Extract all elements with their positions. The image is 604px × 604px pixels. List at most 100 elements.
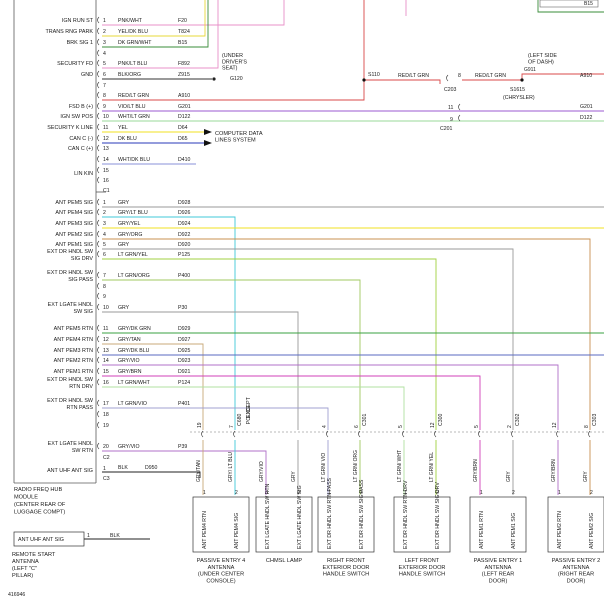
module-title: MODULE	[14, 495, 38, 501]
wire-f20	[102, 0, 285, 26]
c1-pin-mark	[97, 198, 100, 206]
wire-t824	[102, 0, 206, 37]
component-pin-2-name: ANT PEM4 SIG	[234, 513, 240, 549]
c2-pin-number: 7	[103, 83, 106, 89]
component-rf	[317, 496, 375, 553]
component-pin-2: 2	[360, 490, 363, 496]
c2-wire-color: VIO/LT BLU	[118, 104, 146, 110]
c2-pin-number: 4	[103, 51, 106, 57]
c301-mark-a	[326, 430, 329, 438]
component-pin-1-name: EXT DR HNDL SW RTN DRV	[403, 480, 409, 549]
c2-wire-color: WHT/LT GRN	[118, 114, 150, 120]
c1-wire-color: GRY/DK BLU	[118, 348, 150, 354]
g201-label: G201	[580, 104, 593, 110]
c2-pin-mark	[97, 16, 100, 24]
component-caption: ANTENNA	[563, 565, 590, 571]
c2-pin-number: 14	[103, 157, 109, 163]
except-police: POLICE	[246, 405, 252, 425]
left-side-dash: (LEFT SIDE	[528, 53, 557, 59]
component-pin-2: 2	[512, 490, 515, 496]
c1-circuit: P401	[178, 401, 190, 407]
c1-circuit: P125	[178, 252, 190, 258]
component-caption: EXTERIOR DOOR	[399, 565, 446, 571]
c201-pin-11: 11	[448, 105, 453, 111]
component-chmsl	[255, 496, 313, 553]
c1-pin-number: 12	[103, 337, 109, 343]
c303-pin-a: 12	[552, 422, 558, 428]
c1-pin-mark	[97, 399, 100, 407]
c3-pin-number: 1	[103, 466, 106, 472]
c2-pin-number: 11	[103, 125, 108, 131]
c1-pin-number: 10	[103, 305, 109, 311]
c302-pin-a: 5	[474, 425, 480, 428]
c2-pin-number: 16	[103, 178, 109, 184]
c1-circuit: D923	[178, 358, 191, 364]
c203-mark	[446, 74, 449, 82]
drop-wire-color: GRY/ LT BLU	[228, 452, 234, 482]
component-caption: CONSOLE)	[206, 578, 235, 584]
drop-wire-color: LT GRN/ VIO	[321, 453, 327, 482]
c3-circuit: D950	[145, 465, 158, 471]
component-caption: (RIGHT REAR	[558, 572, 594, 578]
c1-pin-mark	[97, 303, 100, 311]
c2-pin-number: 8	[103, 93, 106, 99]
c1-pin-name: ANT PEM1 RTN	[54, 369, 93, 375]
remote-pin: 1	[87, 533, 90, 539]
c1-pin-number: 20	[103, 444, 109, 450]
wire-p125	[102, 258, 437, 430]
c1-pin-mark	[97, 292, 100, 300]
c1-pin-name: SIG DRV	[71, 256, 93, 262]
splice-s1615-dot	[520, 78, 524, 82]
remote-start-antenna: (LEFT "C"	[12, 566, 37, 572]
wire-p39	[102, 450, 267, 495]
c1-pin-name: EXT DR HNDL SW	[47, 249, 94, 255]
c2-circuit: D410	[178, 157, 191, 163]
c2-pin-mark	[97, 81, 100, 89]
c203-label: C203	[444, 87, 457, 93]
wire-b15	[102, 0, 209, 48]
c680-mark-a	[201, 430, 204, 438]
c1-pin-name: ANT PEM1 SIG	[55, 242, 93, 248]
c300-label: C300	[438, 413, 444, 426]
c1-wire-color: LT GRN/YEL	[118, 252, 148, 258]
drop-wire-color: GRY	[291, 471, 297, 482]
c302-label: C302	[515, 413, 521, 426]
c2-pin: C2	[103, 455, 110, 461]
computer-data-lines: COMPUTER DATA	[215, 131, 263, 137]
c301-pin-a: 4	[322, 425, 328, 428]
c2-pin-mark	[97, 91, 100, 99]
c2-pin-mark	[97, 176, 100, 184]
c2-wire-color: DK GRN/WHT	[118, 40, 152, 46]
drop-wire-color: LT GRN/ ORG	[353, 450, 359, 482]
c2-pin-name: IGN RUN ST	[62, 18, 94, 24]
c2-pin-name: CAN C (+)	[68, 146, 93, 152]
c1-circuit: D925	[178, 348, 191, 354]
c680-mark-b	[233, 430, 236, 438]
c2-circuit: F892	[178, 61, 190, 67]
wire-p124	[102, 386, 405, 430]
component-caption: (LEFT REAR	[482, 572, 515, 578]
g911-label: G911	[524, 67, 536, 73]
arrow-d65	[204, 140, 212, 146]
c1-pin-number: 2	[103, 210, 106, 216]
component-caption: CHMSL LAMP	[266, 558, 302, 564]
c303-mark-b	[588, 430, 591, 438]
c2-pin-mark	[97, 155, 100, 163]
c2-pin-name: GND	[81, 72, 93, 78]
c1-wire-color: GRY/YEL	[118, 221, 141, 227]
remote-start-antenna: REMOTE START	[12, 552, 56, 558]
c1-pin-number: 5	[103, 242, 106, 248]
component-pin-1: 1	[203, 490, 206, 496]
c1-pin-number: 8	[103, 284, 106, 290]
c2-pin-mark	[97, 166, 100, 174]
component-pin-1: 1	[558, 490, 561, 496]
c301-label: C301	[362, 413, 368, 426]
red-lt-grn-label-2: RED/LT GRN	[475, 73, 506, 79]
c1-pin-name: ANT PEM3 RTN	[54, 348, 93, 354]
remote-start-connector	[13, 531, 85, 547]
c302-pin-b: 2	[507, 425, 513, 428]
component-pin-2-name: ANT PEM2 SIG	[589, 513, 595, 549]
c300-pin-b: 12	[430, 422, 436, 428]
